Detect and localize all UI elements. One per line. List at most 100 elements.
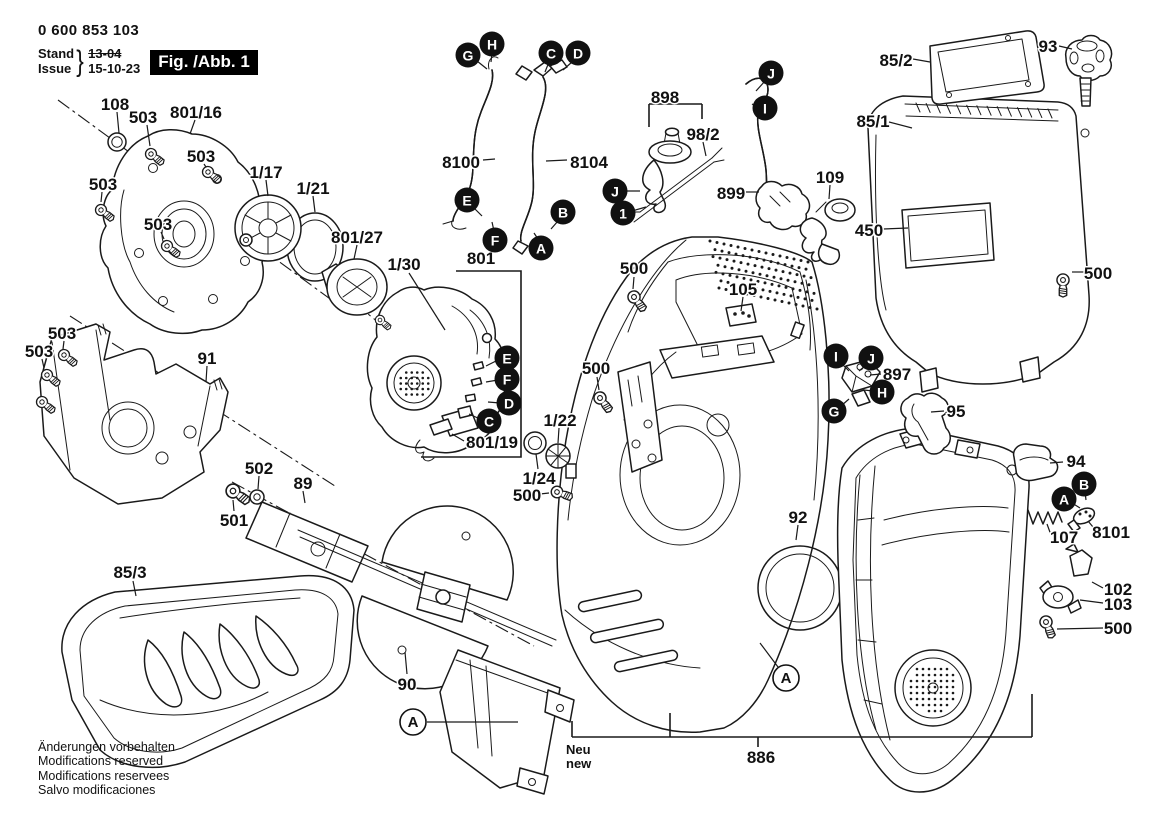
new-badge-line1: Neu <box>566 742 591 757</box>
wingnut-103 <box>1039 580 1082 614</box>
callout-1 <box>610 200 636 226</box>
leader-line <box>759 642 779 668</box>
callout-letter: J <box>767 66 775 82</box>
hook-95 <box>900 392 951 455</box>
callout-J <box>602 178 628 204</box>
leader-line <box>545 159 568 162</box>
new-badge-line2: new <box>566 755 592 771</box>
new-badge: Neu new <box>566 743 591 770</box>
part-label-503: 503 <box>25 342 53 361</box>
leader-line <box>535 453 539 470</box>
callout-A <box>528 235 554 261</box>
callout-E <box>494 345 520 371</box>
callout-ref-A <box>399 708 427 736</box>
leader-line <box>160 231 165 240</box>
leader-line <box>232 499 235 512</box>
callout-H <box>869 379 895 405</box>
callout-G <box>455 42 481 68</box>
part-label-450: 450 <box>855 221 883 240</box>
part-label-103: 103 <box>1104 595 1132 614</box>
legal-note: Modifications reserved <box>38 754 164 769</box>
leader-line <box>1079 599 1104 604</box>
callout-letter: C <box>484 414 494 430</box>
callout-I <box>752 95 778 121</box>
date-old: 13-04 <box>88 46 122 62</box>
leader-line <box>482 158 496 161</box>
button-94 <box>1012 443 1059 482</box>
part-label-89: 89 <box>294 474 313 493</box>
callout-J <box>858 345 884 371</box>
callout-letter: G <box>829 404 840 420</box>
part-label-801-16: 801/16 <box>170 103 222 122</box>
leader-line <box>189 119 196 135</box>
part-label-898: 898 <box>651 88 679 107</box>
leader-line <box>1046 523 1052 536</box>
part-label-1-21: 1/21 <box>296 179 329 198</box>
hopper-lid-85-2 <box>929 30 1045 105</box>
leader-line <box>205 365 208 383</box>
callout-letter: F <box>503 372 512 388</box>
discharge-chute <box>439 649 575 795</box>
callout-letter: A <box>408 714 419 731</box>
part-label-85-1: 85/1 <box>856 112 889 131</box>
leader-line <box>353 244 358 260</box>
callout-letter: H <box>877 385 887 401</box>
part-label-503: 503 <box>129 108 157 127</box>
part-label-801-19: 801/19 <box>466 433 518 452</box>
part-label-90: 90 <box>398 675 417 694</box>
leader-line <box>702 141 707 157</box>
leader-line <box>888 121 913 129</box>
part-label-1-30: 1/30 <box>387 255 420 274</box>
part-label-500: 500 <box>1104 619 1132 638</box>
part-label-503: 503 <box>144 215 172 234</box>
group-brackets <box>421 103 1033 747</box>
callout-D <box>565 40 591 66</box>
hopper-85-1 <box>867 95 1090 393</box>
clamp-109 <box>799 198 856 266</box>
leader-line <box>100 191 103 203</box>
callout-F <box>482 227 508 253</box>
part-label-801-27: 801/27 <box>331 228 383 247</box>
part-label-1-24: 1/24 <box>522 469 556 488</box>
callout-letter: J <box>611 184 619 200</box>
leader-line <box>203 163 207 168</box>
leader-line <box>473 207 483 217</box>
leader-line <box>476 60 488 70</box>
part-label-500: 500 <box>513 486 541 505</box>
leader-line <box>740 296 744 312</box>
leader-line <box>539 492 550 495</box>
leader-line <box>1058 45 1073 50</box>
leader-line <box>146 124 151 147</box>
part-label-8104: 8104 <box>570 153 608 172</box>
part-label-94: 94 <box>1067 452 1086 471</box>
callout-letter: F <box>491 233 500 249</box>
callout-D <box>496 390 522 416</box>
part-label-500: 500 <box>582 359 610 378</box>
rod-98-2 <box>629 147 725 223</box>
callout-letter: I <box>763 101 767 117</box>
leader-line <box>1049 461 1064 464</box>
figure-label: Fig. /Abb. 1 <box>150 49 258 75</box>
part-label-503: 503 <box>187 147 215 166</box>
part-label-501: 501 <box>220 511 248 530</box>
callout-letter: D <box>504 396 514 412</box>
part-label-503: 503 <box>48 324 76 343</box>
part-label-801: 801 <box>467 249 495 268</box>
part-label-105: 105 <box>729 280 757 299</box>
leader-line <box>132 580 137 597</box>
legal-note: Salvo modificaciones <box>38 782 156 797</box>
leader-line <box>116 111 120 134</box>
part-label-85-2: 85/2 <box>879 51 912 70</box>
bracket-91 <box>39 323 229 505</box>
leader-line <box>451 433 465 442</box>
leader-line <box>265 179 269 197</box>
callout-I <box>823 343 849 369</box>
part-label-500: 500 <box>620 259 648 278</box>
callout-H <box>479 31 505 57</box>
rear-cover <box>836 427 1030 793</box>
part-label-98-2: 98/2 <box>686 125 719 144</box>
coupling-801-27 <box>321 258 388 316</box>
blade-89 <box>245 489 369 583</box>
knob-93 <box>1064 34 1113 107</box>
